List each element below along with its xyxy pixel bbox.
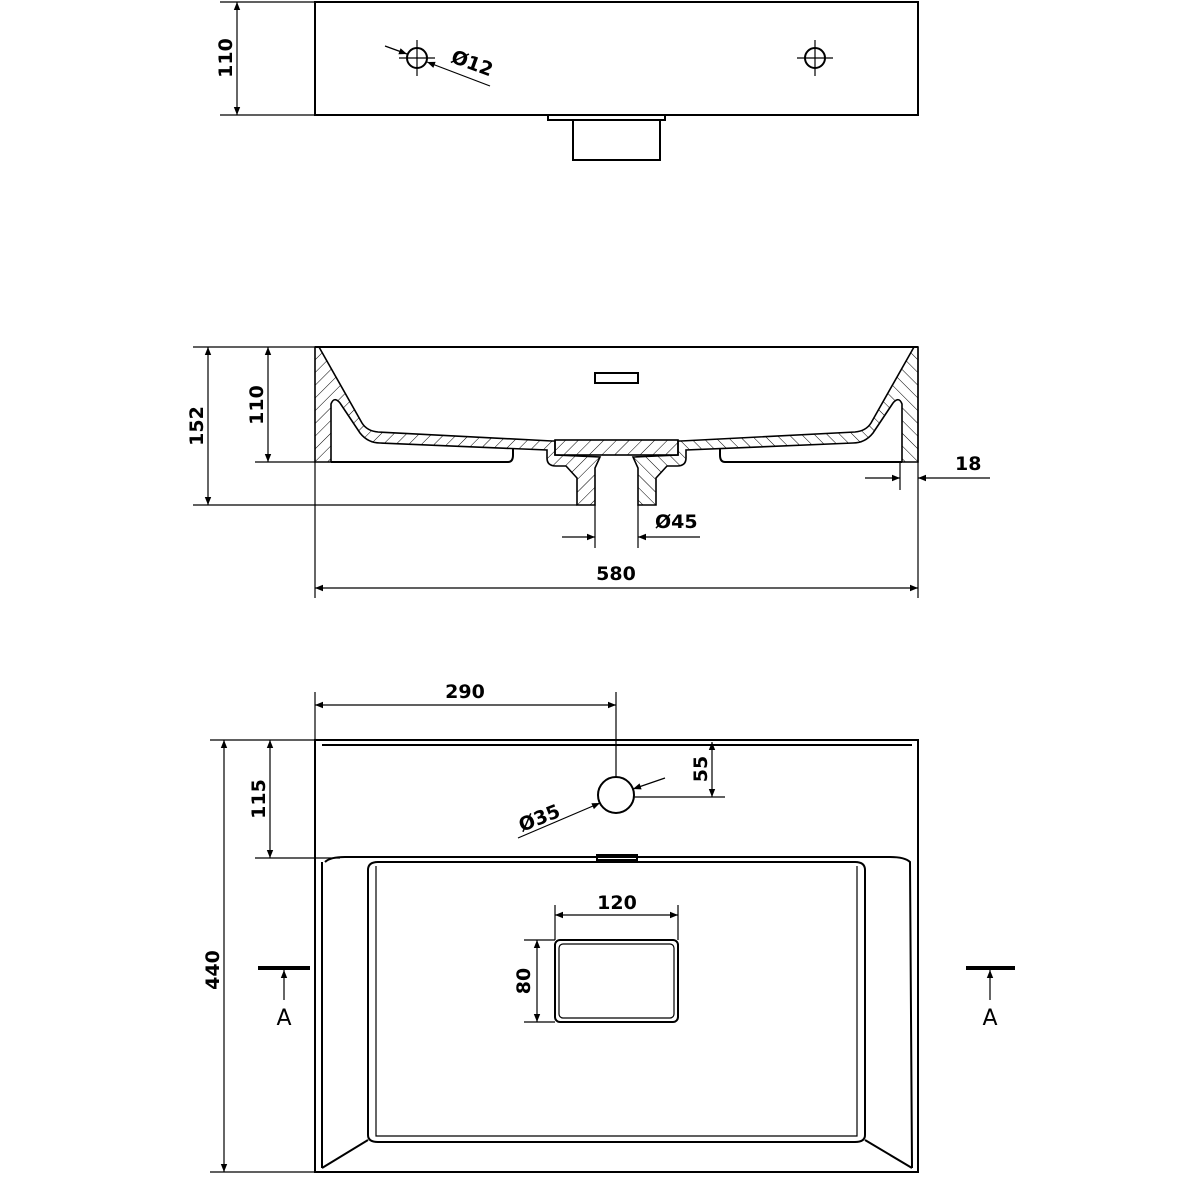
bowl-height-label: 110	[246, 385, 268, 425]
tap-hole-label: Ø35	[516, 800, 564, 836]
section-right-half	[631, 346, 919, 506]
depth-label: 440	[202, 950, 224, 990]
drain-diameter-label: Ø45	[655, 511, 698, 533]
drain-grate	[554, 439, 679, 456]
bowl-corner-lines	[321, 1139, 913, 1169]
drain-length-label: 80	[513, 968, 535, 994]
section-left-half	[314, 346, 602, 506]
section-mark-right: A	[966, 966, 1015, 1031]
section-mark-left-label: A	[276, 1006, 291, 1031]
bowl-inner	[367, 861, 866, 1143]
tap-edge-label: 55	[690, 756, 712, 782]
hole-diameter-label: Ø12	[448, 46, 496, 81]
tap-hole	[597, 776, 635, 814]
section-mark-right-label: A	[982, 1006, 997, 1031]
drain-width-label: 120	[597, 892, 637, 914]
drain-outlet	[547, 115, 666, 161]
height-label: 110	[215, 38, 237, 78]
tap-hole-left	[399, 40, 435, 76]
total-height-label: 152	[186, 406, 208, 446]
overflow-mark	[596, 854, 638, 861]
basin-outline	[314, 739, 919, 1173]
tap-hole-right	[797, 40, 833, 76]
rim-depth-label: 115	[248, 779, 270, 819]
drain-cover	[554, 939, 679, 1023]
wall-thickness-label: 18	[955, 453, 981, 475]
rim-edge	[321, 744, 913, 1169]
section-view: 152 110 18 Ø45 580	[186, 346, 990, 598]
width-label: 580	[596, 563, 636, 585]
overflow-slot	[594, 372, 639, 384]
basin-outline	[314, 1, 919, 116]
top-view: 110 Ø12	[215, 1, 919, 161]
section-mark-left: A	[258, 966, 310, 1031]
tap-offset-label: 290	[445, 681, 485, 703]
plan-view: 290 55 Ø35 115 440 120 80 A A	[202, 681, 1015, 1173]
